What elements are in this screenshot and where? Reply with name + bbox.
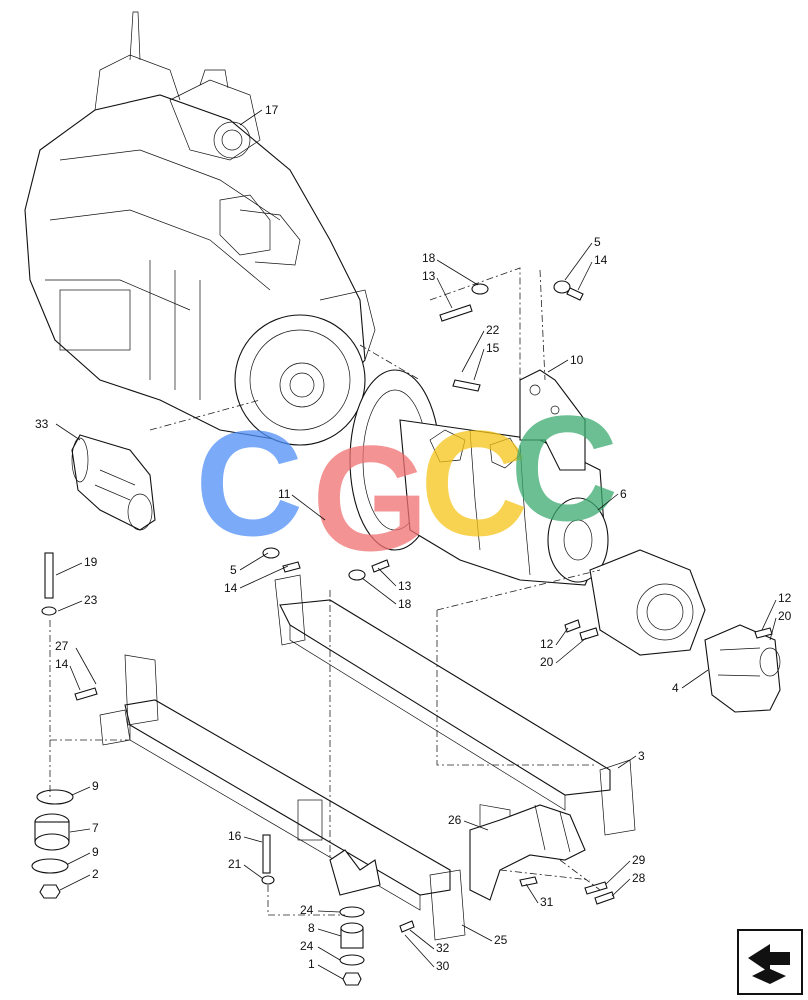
callout-3: 3: [638, 749, 645, 763]
callout-14-lower: 14: [224, 581, 238, 595]
callout-15: 15: [486, 341, 500, 355]
callout-12-center: 12: [540, 637, 554, 651]
callout-1: 1: [308, 957, 315, 971]
callout-13-lower: 13: [398, 579, 412, 593]
callout-20-right: 20: [778, 609, 792, 623]
callout-22: 22: [486, 323, 500, 337]
next-page-arrow-icon[interactable]: [737, 929, 803, 995]
auxiliary-pump: [589, 549, 706, 656]
callout-9-upper: 9: [92, 779, 99, 793]
callout-26: 26: [448, 813, 462, 827]
callout-21: 21: [228, 857, 242, 871]
callout-31: 31: [540, 895, 554, 909]
alignment-lines: [49, 267, 601, 916]
callout-20-center: 20: [540, 655, 554, 669]
callout-14-left: 14: [55, 657, 69, 671]
callout-32: 32: [436, 941, 450, 955]
callout-18-upper: 18: [422, 251, 436, 265]
callout-24-lower: 24: [300, 939, 314, 953]
callout-10: 10: [570, 353, 584, 367]
callout-24-upper: 24: [300, 903, 314, 917]
front-frame-rail: [99, 654, 466, 941]
callout-14-upper: 14: [594, 253, 608, 267]
callout-8: 8: [308, 921, 315, 935]
callout-5-upper: 5: [594, 235, 601, 249]
bolts-and-washers: [41, 280, 773, 933]
callout-16: 16: [228, 829, 242, 843]
watermark-letter-2: G: [312, 414, 429, 582]
gear-pump: [704, 624, 781, 713]
rubber-isolator-left: [31, 789, 74, 899]
callout-23: 23: [84, 593, 98, 607]
callout-29: 29: [632, 853, 646, 867]
callout-27: 27: [55, 639, 69, 653]
callout-7: 7: [92, 821, 99, 835]
watermark-letter-3: C: [420, 399, 528, 567]
callout-4: 4: [672, 681, 679, 695]
callout-9-lower: 9: [92, 845, 99, 859]
callout-6: 6: [620, 487, 627, 501]
callout-30: 30: [436, 959, 450, 973]
watermark-letter-1: C: [195, 399, 303, 567]
callout-28: 28: [632, 871, 646, 885]
callout-11: 11: [278, 487, 291, 501]
callout-19: 19: [84, 555, 98, 569]
mounting-bracket: [519, 369, 586, 471]
callout-12-right: 12: [778, 591, 792, 605]
callouts: 17 18 13 5 14 22 15 10 33 11 6 5 14 13 1…: [35, 103, 792, 980]
callout-2: 2: [92, 867, 99, 881]
hydraulic-pump-assembly: [349, 369, 609, 586]
callout-17: 17: [265, 103, 279, 117]
callout-18-lower: 18: [398, 597, 412, 611]
watermark-letter-4: C: [510, 384, 618, 552]
center-mount-bracket: [329, 849, 381, 896]
cross-bracket: [469, 804, 586, 901]
callout-33: 33: [35, 417, 49, 431]
callout-13-upper: 13: [422, 269, 436, 283]
callout-25: 25: [494, 933, 508, 947]
engine-assembly: [24, 11, 376, 446]
watermark: C G C C: [195, 384, 618, 582]
rubber-isolator-center: [339, 906, 365, 986]
callout-5-lower: 5: [230, 563, 237, 577]
starter-motor: [71, 434, 156, 531]
